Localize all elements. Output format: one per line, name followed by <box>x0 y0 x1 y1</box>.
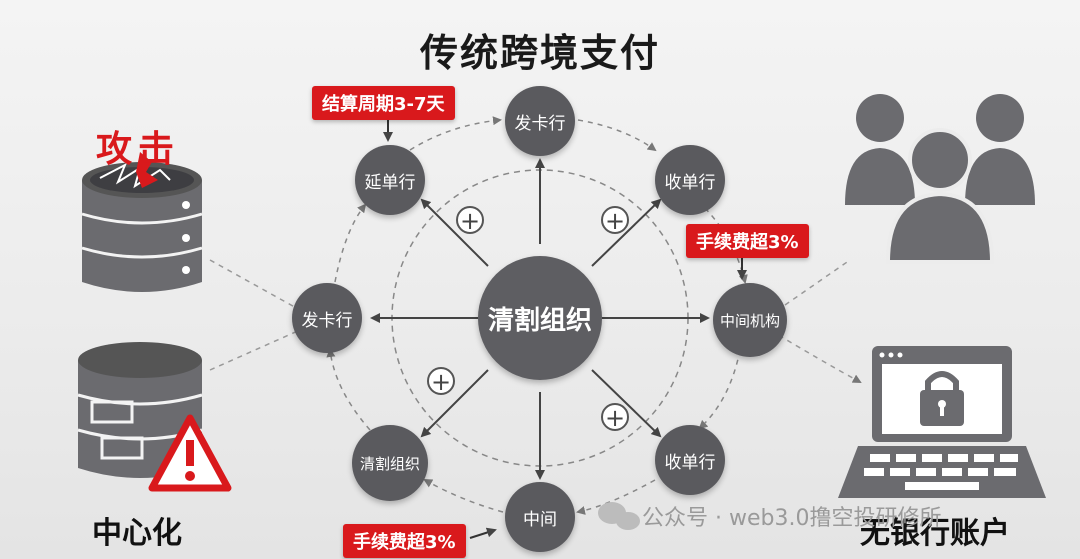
node-intermediary: 中间机构 <box>713 283 787 357</box>
node-bottom-clearing: 清割组织 <box>352 425 428 501</box>
node-delay: 延单行 <box>355 145 425 215</box>
node-top-acquirer: 收单行 <box>655 145 725 215</box>
arrow-delay-to-issuer <box>409 116 502 151</box>
watermark: 公众号 · web3.0撸空投研修所 <box>642 506 942 531</box>
center-arrows <box>370 158 710 480</box>
center-node-clearing: 清割组织 <box>478 256 602 380</box>
centralized-label: 中心化 <box>92 516 182 551</box>
node-left-card-issuer: 发卡行 <box>292 283 362 353</box>
users-icon <box>845 94 1035 264</box>
database-attack-icon <box>81 152 203 292</box>
plus-icon: + <box>601 206 629 234</box>
node-bottom-acquirer: 收单行 <box>655 425 725 495</box>
server-warning-icon <box>77 342 232 492</box>
plus-icon: + <box>456 206 484 234</box>
attack-label: 攻击 <box>96 129 181 170</box>
settlement-period-tag: 结算周期3-7天 <box>312 86 455 120</box>
locked-laptop-icon <box>838 346 1046 498</box>
unbanked-label: 无银行账户 <box>860 516 1010 551</box>
plus-icon: + <box>601 403 629 431</box>
page-title: 传统跨境支付 <box>419 31 660 75</box>
wechat-icon <box>598 502 640 530</box>
node-top-card-issuer: 发卡行 <box>505 86 575 156</box>
fee-tag-bottom: 手续费超3% <box>343 524 466 558</box>
node-bottom-intermediary: 中间 <box>505 482 575 552</box>
plus-icon: + <box>427 367 455 395</box>
fee-tag-right: 手续费超3% <box>686 224 809 258</box>
